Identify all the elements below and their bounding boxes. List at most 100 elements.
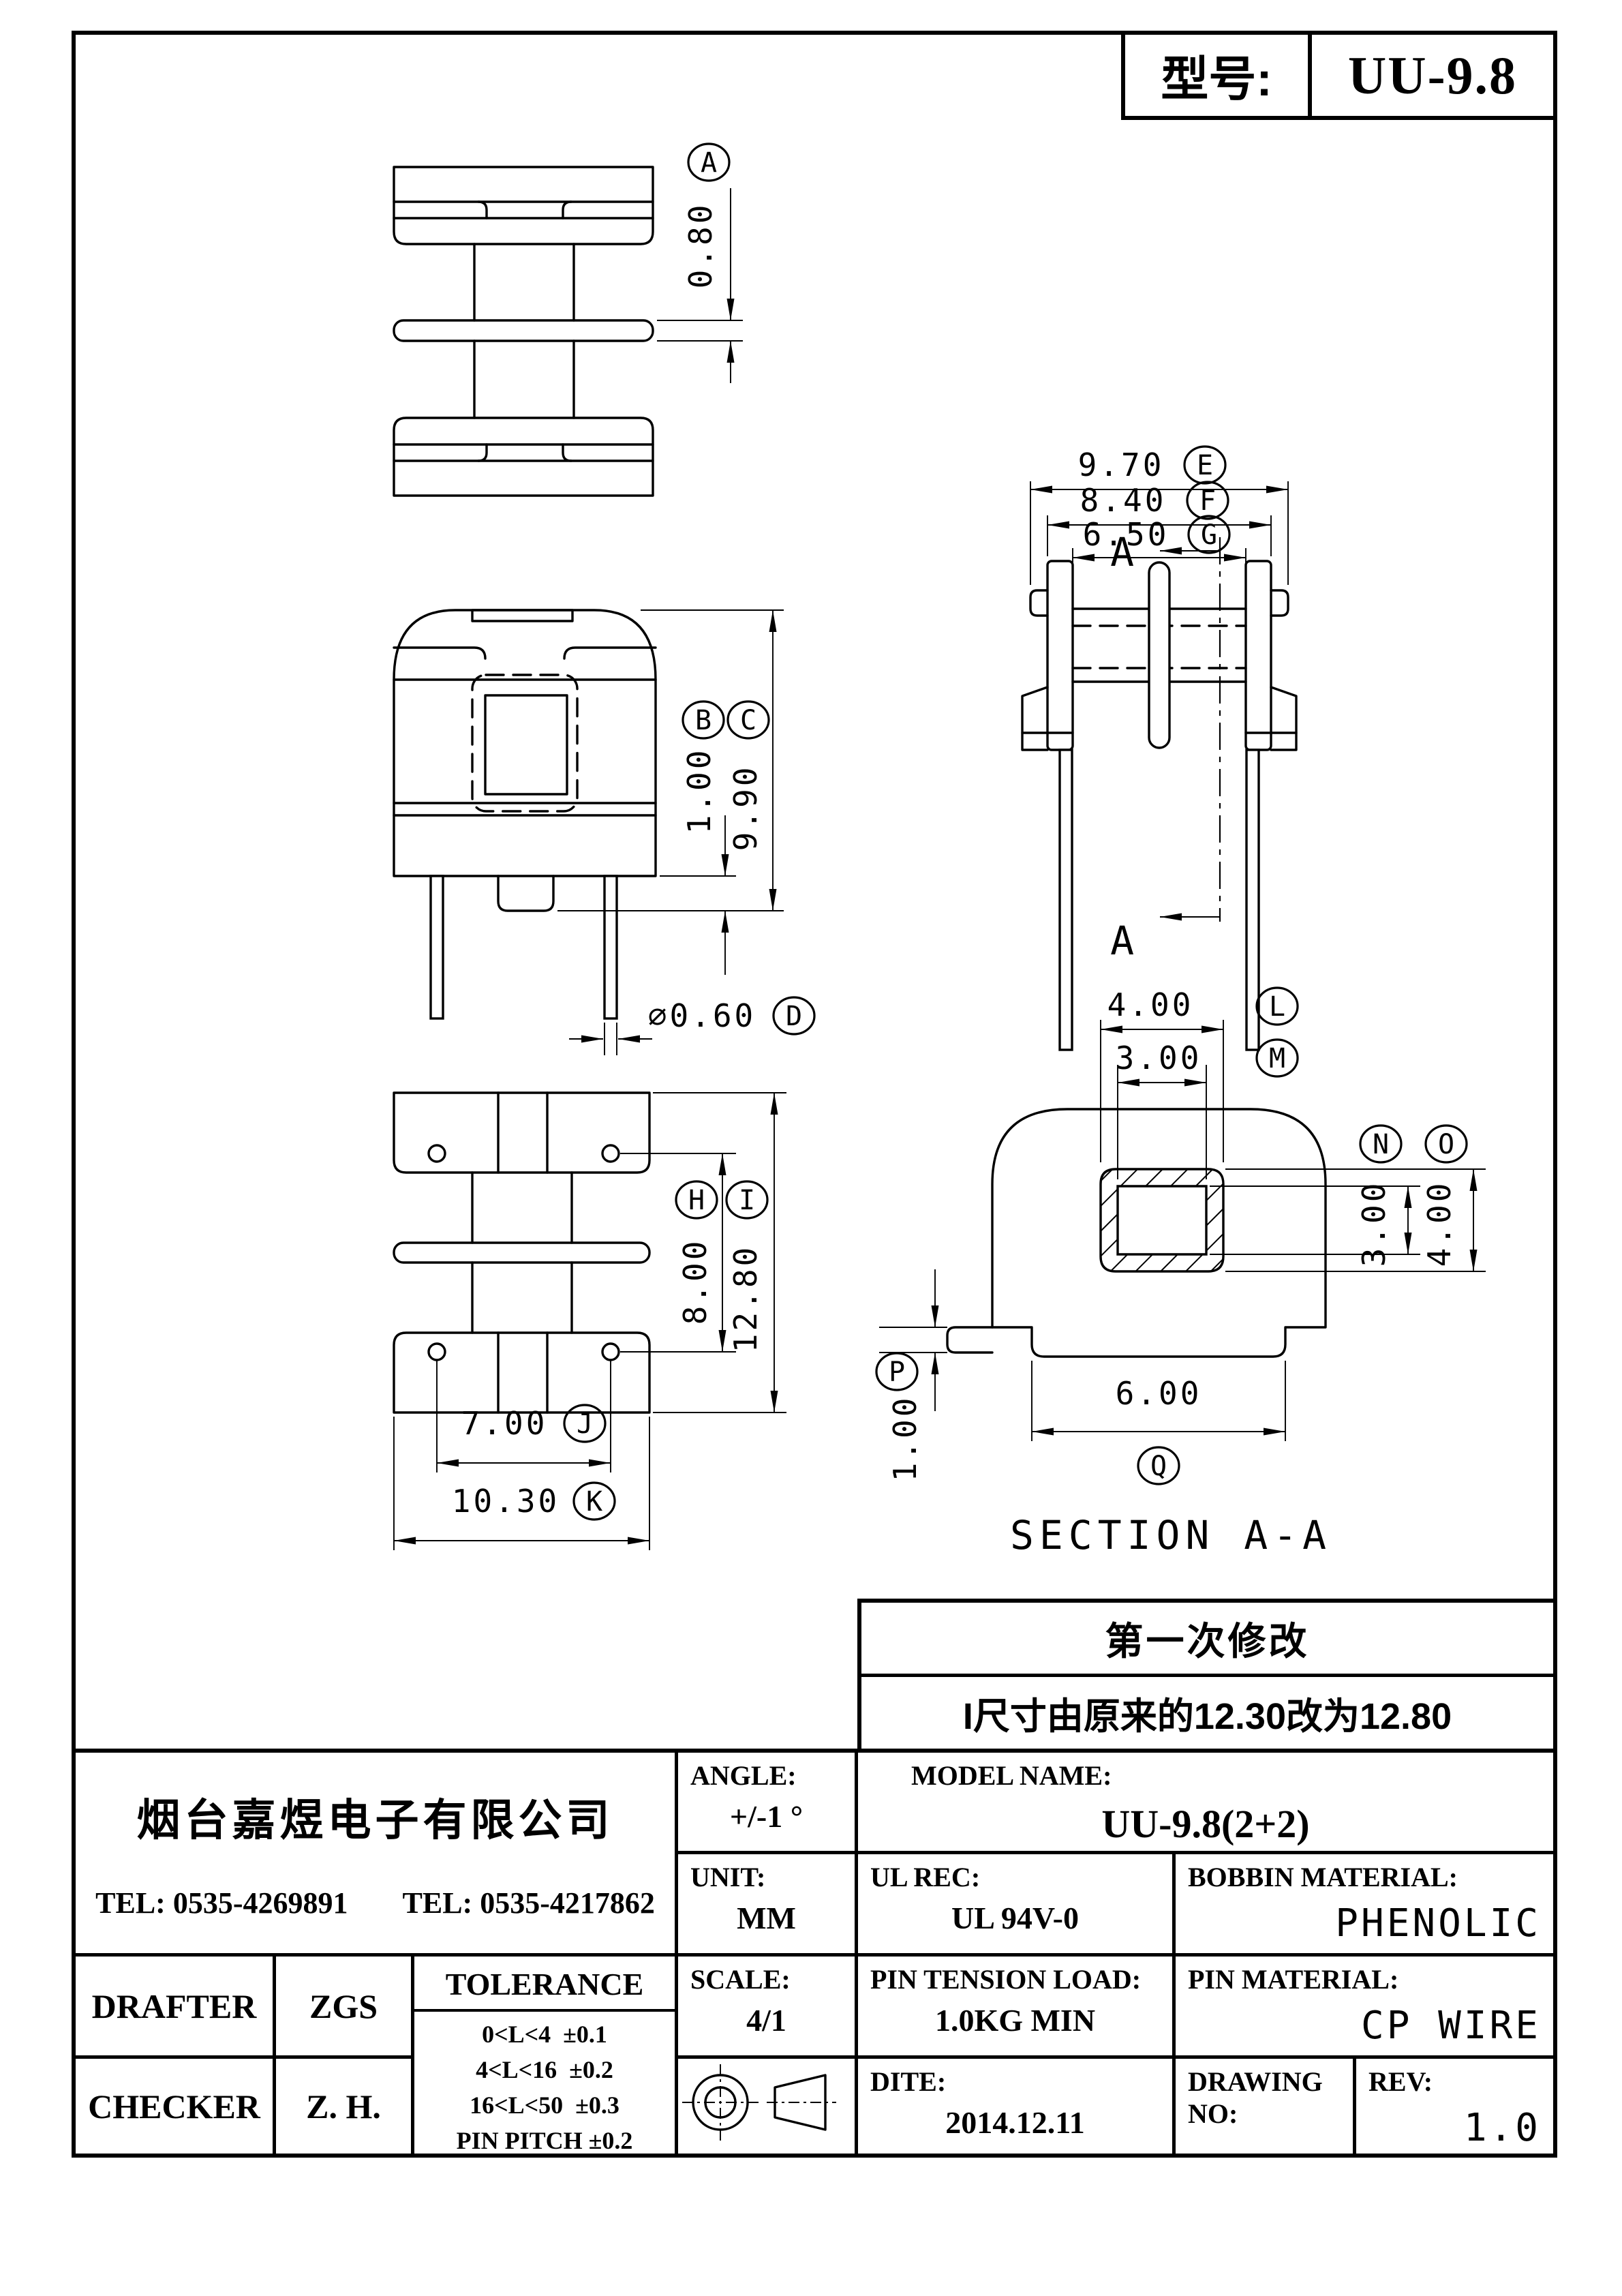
drawing-no-label: DRAWING NO: bbox=[1188, 2066, 1323, 2129]
model-name-label: MODEL NAME: bbox=[911, 1760, 1112, 1791]
tolerance-title: TOLERANCE bbox=[414, 1957, 675, 2012]
svg-text:C: C bbox=[740, 705, 756, 736]
svg-text:F: F bbox=[1199, 485, 1216, 517]
bobbin-material-value: PHENOLIC bbox=[1335, 1901, 1541, 1946]
svg-text:B: B bbox=[695, 705, 711, 736]
svg-text:N: N bbox=[1373, 1129, 1389, 1160]
dim-J-value: 7.00 bbox=[461, 1405, 548, 1442]
ul-rec-value: UL 94V-0 bbox=[951, 1901, 1079, 1935]
pin-material-value: CP WIRE bbox=[1360, 2004, 1541, 2048]
info-table: 烟台嘉煜电子有限公司 TEL: 0535-4269891 TEL: 0535-4… bbox=[72, 1749, 1557, 2158]
svg-text:Q: Q bbox=[1150, 1451, 1167, 1482]
angle-value: +/-1 ° bbox=[729, 1799, 804, 1834]
svg-text:H: H bbox=[688, 1185, 705, 1216]
ul-rec-cell: UL REC: UL 94V-0 bbox=[858, 1854, 1176, 1957]
tolerance-cell: TOLERANCE 0<L<4 ±0.1 4<L<16 ±0.2 16<L<50… bbox=[414, 1957, 678, 2154]
dim-M-value: 3.00 bbox=[1116, 1040, 1202, 1076]
tolerance-row: 16<L<50 ±0.3 bbox=[470, 2091, 619, 2119]
date-label: DITE: bbox=[870, 2066, 947, 2097]
model-number-value: UU-9.8 bbox=[1347, 45, 1518, 105]
angle-label: ANGLE: bbox=[690, 1760, 797, 1791]
callout-M: M bbox=[1255, 1038, 1299, 1078]
tolerance-rows: 0<L<4 ±0.1 4<L<16 ±0.2 16<L<50 ±0.3 PIN … bbox=[414, 2012, 675, 2163]
svg-text:J: J bbox=[577, 1408, 593, 1440]
dim-D-value: ⌀0.60 bbox=[648, 997, 756, 1034]
scale-label: SCALE: bbox=[690, 1964, 791, 1995]
side-view: A A 9.70 E 8.40 F 6.50 bbox=[1021, 445, 1298, 1051]
section-view: 4.00 L 3.00 M N bbox=[875, 986, 1486, 1558]
svg-text:K: K bbox=[586, 1486, 602, 1517]
ul-rec-label: UL REC: bbox=[870, 1862, 981, 1892]
tel-1: TEL: 0535-4269891 bbox=[95, 1886, 348, 1920]
revision-row-1: 第一次修改 bbox=[861, 1603, 1553, 1677]
pin-tension-value: 1.0KG MIN bbox=[934, 2003, 1096, 2038]
company-phones: TEL: 0535-4269891 TEL: 0535-4217862 bbox=[95, 1886, 655, 1920]
angle-cell: ANGLE: +/-1 ° bbox=[678, 1753, 858, 1854]
checker-label-cell: CHECKER bbox=[76, 2059, 276, 2154]
callout-G: G bbox=[1187, 515, 1231, 554]
callout-B: B bbox=[682, 700, 725, 740]
dim-Q-value: 6.00 bbox=[1116, 1375, 1202, 1412]
section-marker-bottom: A bbox=[1110, 918, 1137, 964]
company-name: 烟台嘉煜电子有限公司 bbox=[136, 1795, 614, 1845]
svg-text:I: I bbox=[739, 1185, 755, 1216]
callout-L: L bbox=[1255, 986, 1299, 1026]
dim-I-value: 12.80 bbox=[727, 1245, 764, 1353]
callout-A: A bbox=[687, 142, 731, 182]
dim-K-value: 10.30 bbox=[452, 1483, 560, 1520]
model-number-label: 型号: bbox=[1125, 35, 1312, 116]
callout-J: J bbox=[563, 1404, 607, 1443]
svg-text:E: E bbox=[1197, 450, 1213, 481]
tolerance-row: PIN PITCH ±0.2 bbox=[456, 2127, 633, 2154]
callout-E: E bbox=[1183, 445, 1227, 485]
pin-material-label: PIN MATERIAL: bbox=[1188, 1964, 1399, 1995]
dim-E-value: 9.70 bbox=[1078, 447, 1165, 483]
rev-value: 1.0 bbox=[1463, 2106, 1541, 2150]
first-angle-projection-icon bbox=[682, 2064, 836, 2141]
title-block: 型号: UU-9.8 bbox=[1121, 31, 1557, 120]
svg-text:G: G bbox=[1201, 519, 1217, 551]
dim-O-value: 4.00 bbox=[1421, 1181, 1458, 1267]
callout-C: C bbox=[726, 700, 770, 740]
dim-L-value: 4.00 bbox=[1107, 986, 1194, 1023]
callout-F: F bbox=[1186, 481, 1229, 520]
callout-K: K bbox=[572, 1481, 616, 1521]
rev-label: REV: bbox=[1368, 2066, 1433, 2097]
section-title: SECTION A-A bbox=[1010, 1512, 1332, 1558]
dim-C-value: 9.90 bbox=[727, 765, 764, 851]
callout-P: P bbox=[875, 1352, 919, 1391]
callout-Q: Q bbox=[1137, 1446, 1180, 1485]
drafter-label-cell: DRAFTER bbox=[76, 1957, 276, 2059]
date-value: 2014.12.11 bbox=[945, 2105, 1085, 2140]
model-name-cell: MODEL NAME: UU-9.8(2+2) bbox=[858, 1753, 1553, 1854]
callout-D: D bbox=[772, 996, 816, 1036]
callout-I: I bbox=[725, 1180, 769, 1220]
drawing-no-cell: DRAWING NO: bbox=[1176, 2059, 1356, 2154]
front-view: B C 1.00 9.90 ⌀0.60 D bbox=[393, 609, 816, 1055]
section-marker-top: A bbox=[1110, 529, 1137, 575]
callout-O: O bbox=[1424, 1124, 1468, 1164]
checker-value-cell: Z. H. bbox=[276, 2059, 414, 2154]
svg-text:A: A bbox=[701, 147, 717, 179]
dim-P-value: 1.00 bbox=[887, 1395, 923, 1482]
dim-A-value: 0.80 bbox=[682, 202, 719, 289]
tolerance-row: 4<L<16 ±0.2 bbox=[476, 2056, 613, 2083]
tel-2: TEL: 0535-4217862 bbox=[402, 1886, 655, 1920]
rev-cell: REV: 1.0 bbox=[1356, 2059, 1553, 2154]
callout-N: N bbox=[1359, 1124, 1403, 1164]
dim-H-value: 8.00 bbox=[677, 1239, 714, 1325]
pin-material-cell: PIN MATERIAL: CP WIRE bbox=[1176, 1957, 1553, 2059]
scale-cell: SCALE: 4/1 bbox=[678, 1957, 858, 2059]
dim-F-value: 8.40 bbox=[1080, 482, 1167, 519]
projection-symbol-cell bbox=[678, 2059, 858, 2154]
unit-cell: UNIT: MM bbox=[678, 1854, 858, 1957]
svg-text:P: P bbox=[889, 1357, 905, 1388]
scale-value: 4/1 bbox=[746, 2003, 786, 2038]
dim-G-value: 6.50 bbox=[1083, 516, 1169, 553]
svg-text:L: L bbox=[1269, 991, 1285, 1023]
revision-row-2: I尺寸由原来的12.30改为12.80 bbox=[962, 1696, 1452, 1737]
date-cell: DITE: 2014.12.11 bbox=[858, 2059, 1176, 2154]
pin-tension-label: PIN TENSION LOAD: bbox=[870, 1964, 1142, 1995]
